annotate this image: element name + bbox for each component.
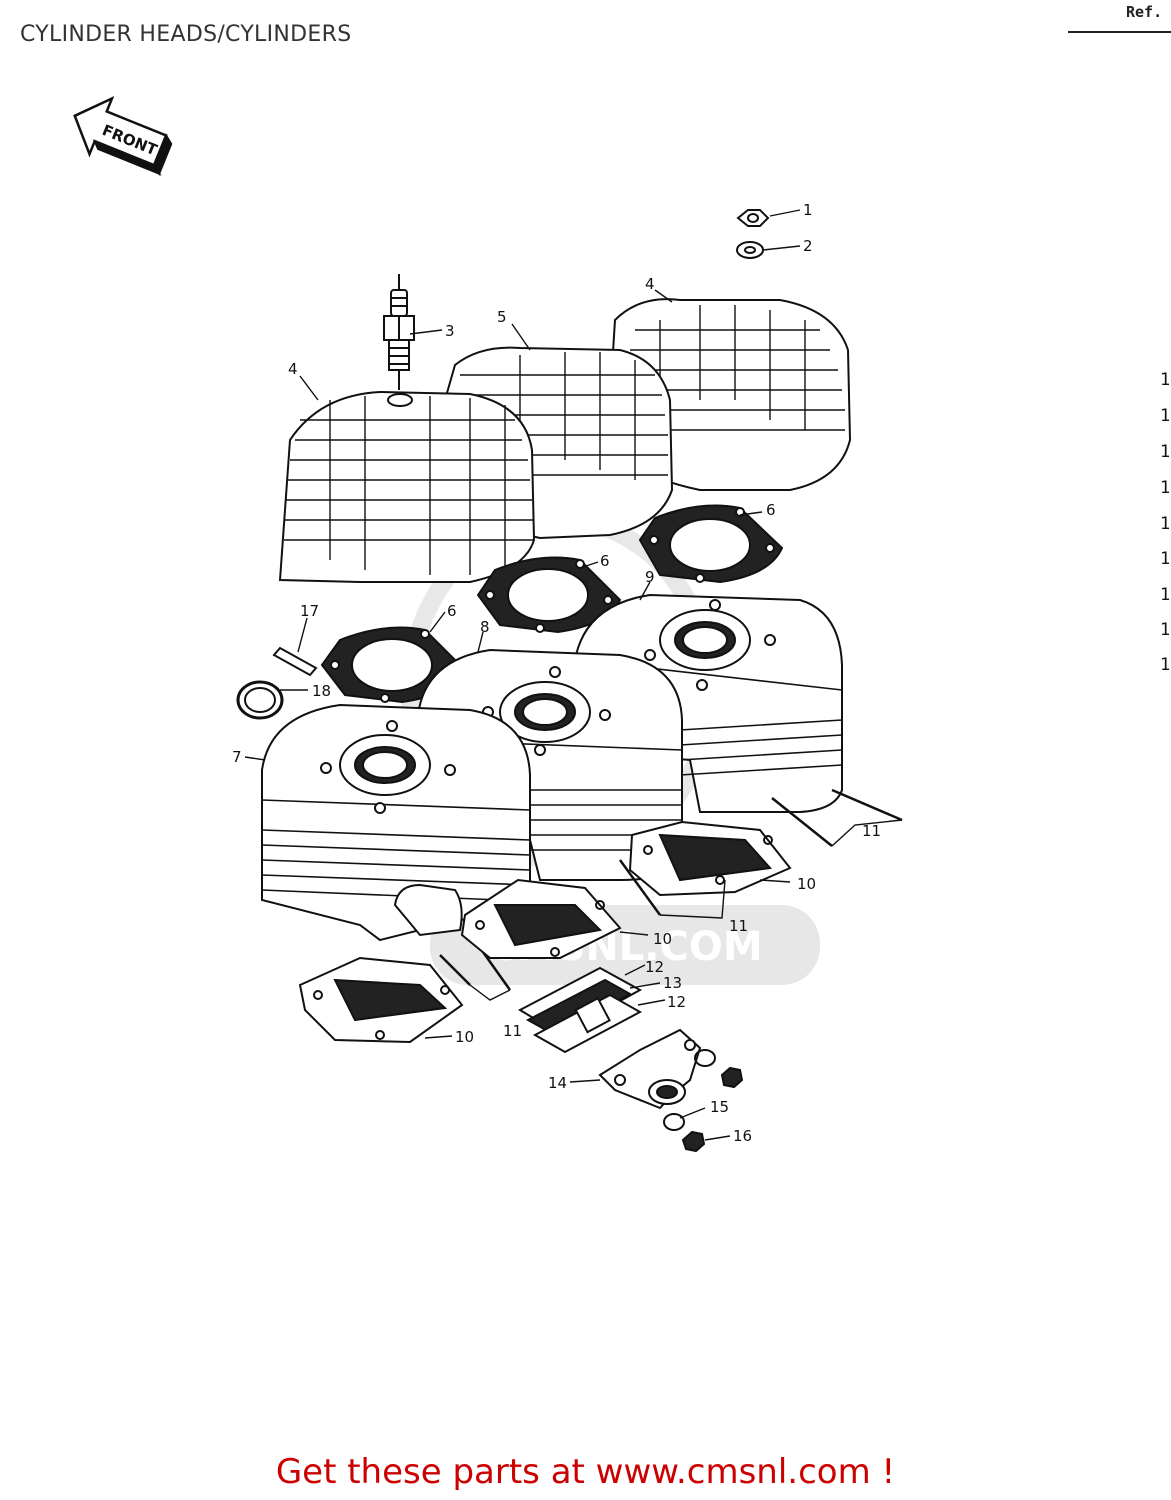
head-gasket-center	[476, 556, 622, 634]
leader-lines	[244, 209, 903, 1141]
base-gasket-left	[298, 956, 464, 1044]
callout-label: 3	[445, 322, 455, 340]
intake-manifold-14	[598, 1028, 702, 1110]
side-mark: 1	[1160, 585, 1171, 605]
callout-label: 4	[645, 275, 655, 293]
callout-label: 15	[710, 1098, 729, 1116]
callout-label: 10	[455, 1028, 474, 1046]
washer-15	[663, 1049, 716, 1131]
callout-label: 11	[729, 917, 748, 935]
ref-rule	[1068, 31, 1171, 33]
reed-valve-assembly	[517, 966, 643, 1054]
side-mark: 1	[1160, 406, 1171, 426]
nut-1	[736, 209, 770, 227]
side-mark: 1	[1160, 442, 1171, 462]
head-gasket-right	[638, 504, 784, 584]
callout-label: 9	[645, 568, 655, 586]
callout-label: 11	[503, 1022, 522, 1040]
callout-label: 12	[645, 958, 664, 976]
base-gasket-center	[460, 878, 622, 959]
page-title: CYLINDER HEADS/CYLINDERS	[20, 22, 352, 47]
callout-label: 12	[667, 993, 686, 1011]
callout-label: 6	[766, 501, 776, 519]
cylinder-right	[573, 593, 843, 813]
callout-label: 14	[548, 1074, 567, 1092]
o-ring-18	[236, 680, 284, 720]
callout-label: 17	[300, 602, 319, 620]
side-mark: 1	[1160, 370, 1171, 390]
base-gasket-right	[628, 820, 792, 897]
callout-label: 6	[600, 552, 610, 570]
callout-label: 6	[447, 602, 457, 620]
callout-labels: 1 2 3 4 5 4 6 6 6 9 8 7 17 18 11 10 11 1…	[232, 201, 881, 1145]
callout-label: 5	[497, 308, 507, 326]
cylinder-head-left	[278, 390, 536, 583]
callout-label: 4	[288, 360, 298, 378]
nut-16	[681, 1066, 744, 1153]
side-mark: 1	[1160, 549, 1171, 569]
callout-label: 8	[480, 618, 490, 636]
callout-label: 13	[663, 974, 682, 992]
exploded-parts-diagram: CMSNL.COM FRONT	[73, 96, 903, 1153]
callout-label: 18	[312, 682, 331, 700]
callout-label: 2	[803, 237, 813, 255]
spark-plug-3	[383, 274, 415, 390]
callout-label: 10	[653, 930, 672, 948]
side-mark: 1	[1160, 655, 1171, 675]
callout-label: 11	[862, 822, 881, 840]
get-parts-link[interactable]: Get these parts at www.cmsnl.com !	[275, 1452, 896, 1492]
front-arrow-icon: FRONT	[73, 96, 173, 176]
callout-label: 16	[733, 1127, 752, 1145]
side-mark: 1	[1160, 620, 1171, 640]
washer-2	[736, 241, 764, 259]
side-mark: 1	[1160, 478, 1171, 498]
side-mark: 1	[1160, 514, 1171, 534]
callout-label: 7	[232, 748, 242, 766]
studs-right	[771, 788, 903, 847]
ref-label: Ref.	[1126, 3, 1163, 21]
callout-label: 1	[803, 201, 813, 219]
dowel-pin-17	[272, 646, 318, 677]
callout-label: 10	[797, 875, 816, 893]
